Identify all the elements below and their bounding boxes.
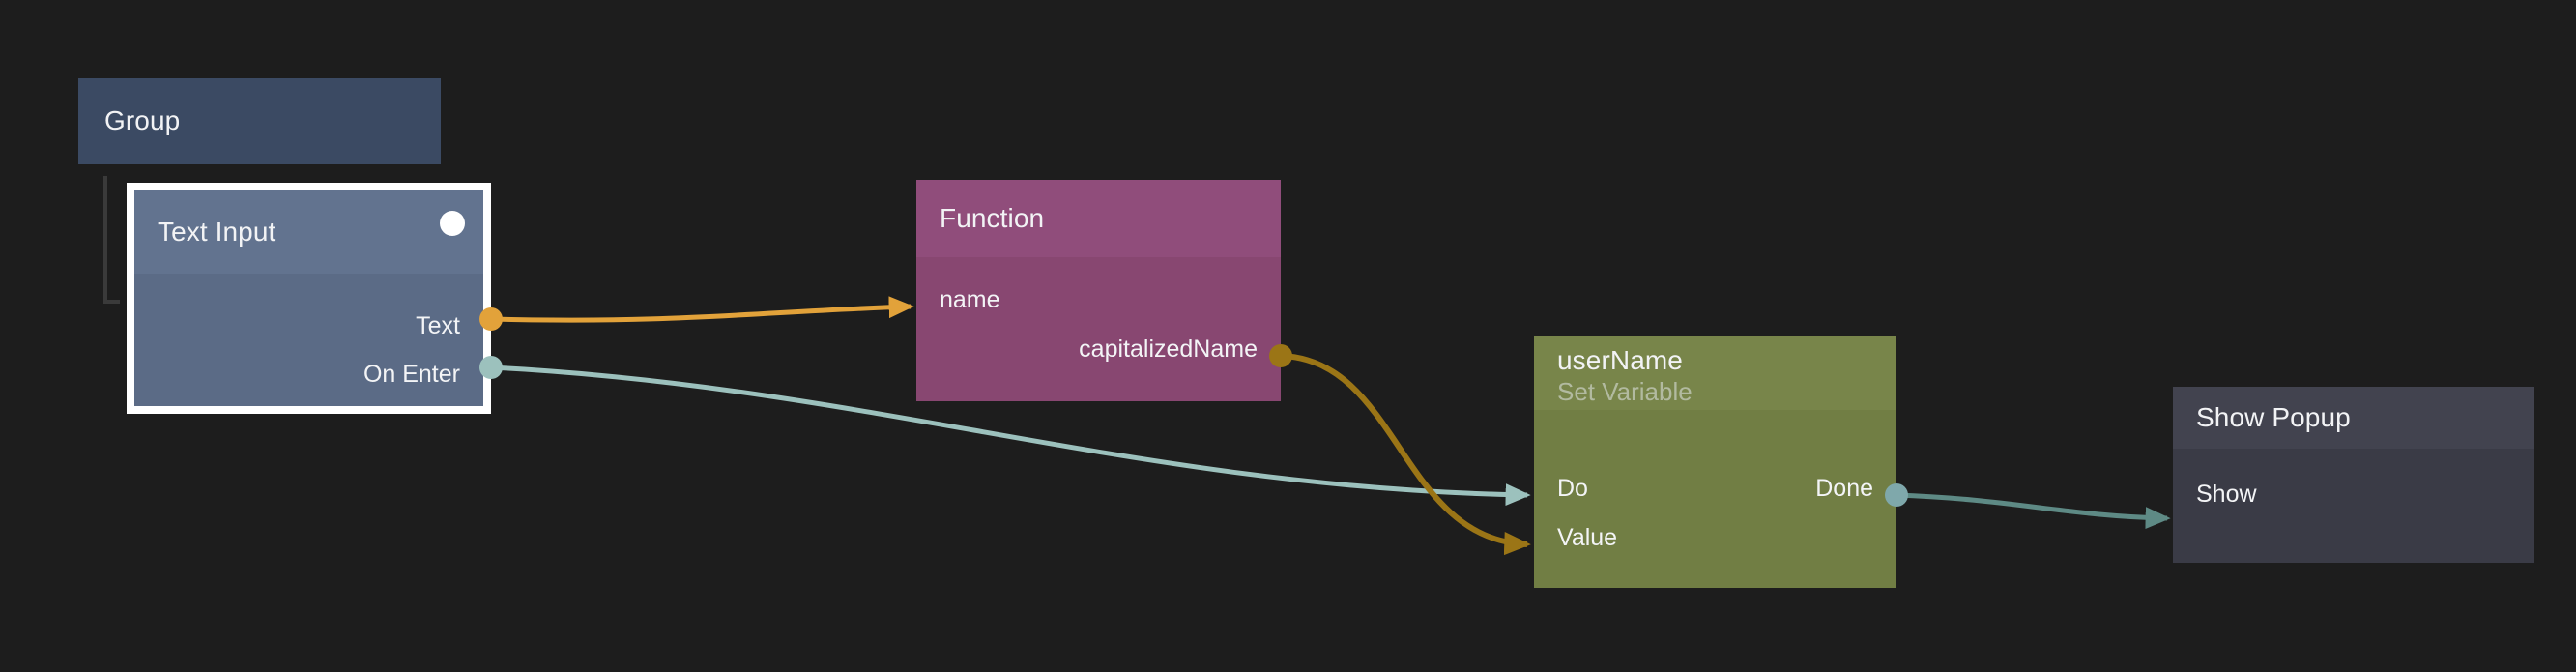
node-show-popup[interactable]: Show Popup Show: [2173, 387, 2534, 563]
wire-capitalizedname-to-value: [1280, 353, 1531, 556]
port-label-name: name: [940, 286, 1000, 313]
wire-text-to-name: [490, 296, 914, 323]
port-label-on-enter: On Enter: [362, 361, 460, 388]
node-text-input-body: Text On Enter: [134, 274, 483, 406]
node-show-popup-title: Show Popup: [2196, 401, 2351, 432]
node-text-input-header[interactable]: Text Input: [134, 190, 483, 274]
port-knob-text-output[interactable]: [479, 307, 503, 331]
node-show-popup-header[interactable]: Show Popup: [2173, 387, 2534, 449]
port-label-show: Show: [2196, 481, 2257, 508]
node-function-title: Function: [940, 202, 1045, 233]
port-label-do: Do: [1557, 475, 1588, 502]
node-function-header[interactable]: Function: [916, 180, 1281, 257]
node-text-input-title: Text Input: [158, 216, 276, 247]
node-function[interactable]: Function name capitalizedName: [916, 180, 1281, 401]
node-set-variable-header[interactable]: userName Set Variable: [1534, 336, 1896, 410]
group-title: Group: [104, 105, 181, 136]
port-label-value: Value: [1557, 524, 1618, 551]
port-label-done: Done: [1815, 475, 1873, 502]
port-knob-done-output[interactable]: [1885, 483, 1908, 507]
node-set-variable[interactable]: userName Set Variable Do Done Value: [1534, 336, 1896, 588]
node-set-variable-subtitle: Set Variable: [1557, 376, 1693, 406]
group-hierarchy-bracket: [103, 176, 120, 304]
group-node-header[interactable]: Group: [78, 78, 441, 164]
port-knob-on-enter-output[interactable]: [479, 356, 503, 379]
node-text-input[interactable]: Text Input Text On Enter: [127, 183, 491, 414]
node-set-variable-title: userName: [1557, 344, 1683, 375]
node-function-body: name capitalizedName: [916, 257, 1281, 401]
node-show-popup-body: Show: [2173, 449, 2534, 563]
wire-done-to-show: [1896, 492, 2171, 529]
port-label-text: Text: [416, 312, 460, 339]
port-label-capitalized-name: capitalizedName: [1079, 336, 1258, 363]
port-knob-capitalized-name-output[interactable]: [1269, 344, 1292, 367]
node-set-variable-body: Do Done Value: [1534, 410, 1896, 588]
node-status-dot-icon: [440, 211, 465, 236]
